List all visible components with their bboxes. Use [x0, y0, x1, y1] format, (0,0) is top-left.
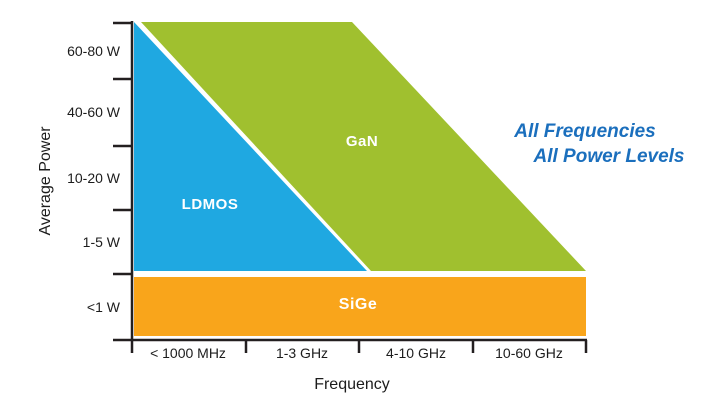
- ldmos-region-label: LDMOS: [181, 196, 239, 213]
- x-axis-title: Frequency: [314, 376, 390, 393]
- y-tick-label-10-20w: 10-20 W: [67, 170, 120, 186]
- annotation-all-frequencies: All Frequencies: [514, 121, 656, 142]
- x-tick-label-1000mhz: < 1000 MHz: [150, 345, 226, 361]
- y-tick-label-lt1w: <1 W: [86, 299, 120, 315]
- y-tick-label-60-80w: 60-80 W: [67, 43, 120, 59]
- x-tick-label-1-3ghz: 1-3 GHz: [275, 345, 329, 361]
- gan-region-label: GaN: [345, 133, 379, 150]
- y-axis-title: Average Power: [37, 126, 54, 236]
- x-tick-label-4-10ghz: 4-10 GHz: [386, 345, 446, 361]
- gan-region: [141, 22, 586, 271]
- sige-region: [134, 277, 586, 336]
- sige-region-label: SiGe: [338, 296, 378, 313]
- annotation-all-power-levels: All Power Levels: [533, 146, 685, 167]
- y-tick-label-40-60w: 40-60 W: [67, 104, 120, 120]
- x-tick-label-10-60ghz: 10-60 GHz: [495, 345, 563, 361]
- ldmos-region: [134, 22, 367, 271]
- y-tick-label-1-5w: 1-5 W: [82, 234, 120, 250]
